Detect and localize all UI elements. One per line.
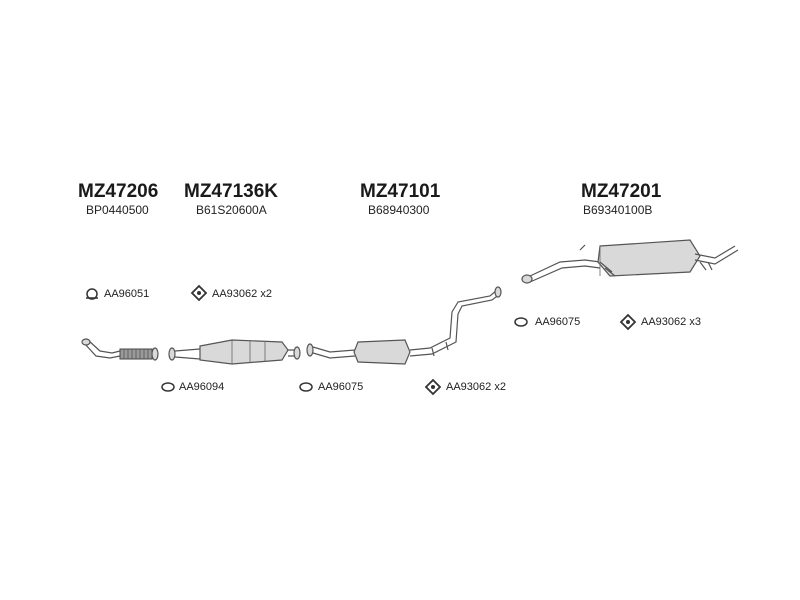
- group-ref-front-pipe: BP0440500: [86, 203, 149, 217]
- hanger-rubber-icon: [424, 378, 442, 396]
- group-ref-middle-silencer: B68940300: [368, 203, 430, 217]
- part-label-gasket-middle: AA96075: [318, 381, 364, 393]
- part-label-hanger-front: AA93062 x2: [212, 288, 272, 300]
- gasket-oval-icon: [161, 382, 175, 392]
- part-label-hanger-middle: AA93062 x2: [446, 381, 506, 393]
- group-code-front-pipe: MZ47206: [78, 181, 159, 202]
- gasket-oval-icon: [514, 317, 528, 327]
- group-code-rear-silencer: MZ47201: [581, 181, 662, 202]
- part-label-gasket-front: AA96094: [179, 381, 225, 393]
- catalyst-drawing: [168, 339, 301, 365]
- middle-silencer-drawing: [306, 286, 502, 365]
- front-pipe-drawing: [81, 338, 159, 361]
- rear-silencer-drawing: [521, 239, 739, 284]
- part-label-clamp: AA96051: [104, 288, 150, 300]
- part-label-hanger-rear: AA93062 x3: [641, 316, 701, 328]
- gasket-oval-icon: [299, 382, 313, 392]
- group-ref-catalyst: B61S20600A: [196, 203, 267, 217]
- clamp-ring-icon: [86, 288, 98, 300]
- hanger-rubber-icon: [619, 313, 637, 331]
- hanger-rubber-icon: [190, 284, 208, 302]
- group-code-middle-silencer: MZ47101: [360, 181, 441, 202]
- part-label-gasket-rear: AA96075: [535, 316, 581, 328]
- group-code-catalyst: MZ47136K: [184, 181, 278, 202]
- group-ref-rear-silencer: B69340100B: [583, 203, 653, 217]
